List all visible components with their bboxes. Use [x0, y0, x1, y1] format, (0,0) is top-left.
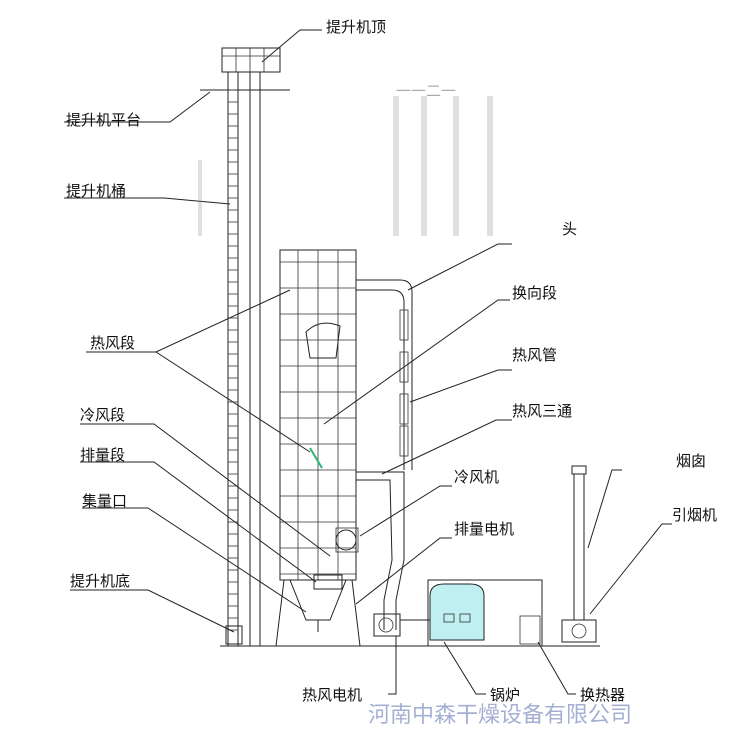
discharge-housing [313, 574, 343, 590]
label-discharge-motor: 排量电机 [454, 520, 514, 538]
label-boiler: 锅炉 [490, 686, 520, 704]
collection-hopper [289, 579, 347, 621]
label-cold-air-fan: 冷风机 [454, 468, 499, 486]
dryer-tower [275, 249, 361, 647]
label-elevator-top: 提升机顶 [326, 18, 386, 36]
elevator-rungs [228, 89, 238, 631]
boiler [427, 579, 543, 647]
label-hot-air-section: 热风段 [90, 334, 135, 352]
green-marker [309, 447, 323, 469]
label-hot-air-tee: 热风三通 [512, 402, 572, 420]
hot-air-motor [373, 613, 401, 637]
label-top-fragment: 头 [562, 220, 577, 238]
boiler-casing [427, 579, 543, 647]
reversing-hood [305, 322, 341, 359]
blurred-region [198, 96, 493, 236]
induced-draft-fan [561, 619, 597, 643]
label-elevator-barrel: 提升机桶 [66, 182, 126, 200]
hot-air-duct [335, 279, 432, 637]
label-heat-exchanger: 换热器 [580, 686, 625, 704]
label-induced-draft-fan: 引烟机 [672, 506, 717, 524]
tower-sections [280, 250, 356, 580]
label-collection-port: 集量口 [82, 492, 127, 510]
elevator-base [225, 625, 243, 645]
elevator-head [221, 47, 281, 73]
label-elevator-platform: 提升机平台 [66, 111, 141, 129]
bucket-elevator [200, 47, 290, 646]
label-hot-air-pipe: 热风管 [512, 346, 557, 364]
labels: 提升机顶 提升机平台 提升机桶 热风段 冷风段 排量段 集量口 提升机底 换向段… [66, 18, 717, 704]
leader-lines [64, 29, 672, 695]
label-hot-air-motor: 热风电机 [302, 686, 362, 704]
label-cold-air-section: 冷风段 [80, 406, 125, 424]
cold-fan [335, 529, 357, 551]
boiler-body [429, 583, 485, 641]
label-discharge-section: 排量段 [80, 446, 125, 464]
chimney [561, 465, 597, 643]
label-reversing-section: 换向段 [512, 284, 557, 302]
label-blurred-fragment: 一一二一 [396, 82, 456, 100]
label-chimney: 烟囱 [676, 452, 706, 470]
heat-exchanger-box [519, 615, 541, 645]
label-elevator-bottom: 提升机底 [70, 572, 130, 590]
watermark: 河南中森干燥设备有限公司 [368, 703, 632, 728]
